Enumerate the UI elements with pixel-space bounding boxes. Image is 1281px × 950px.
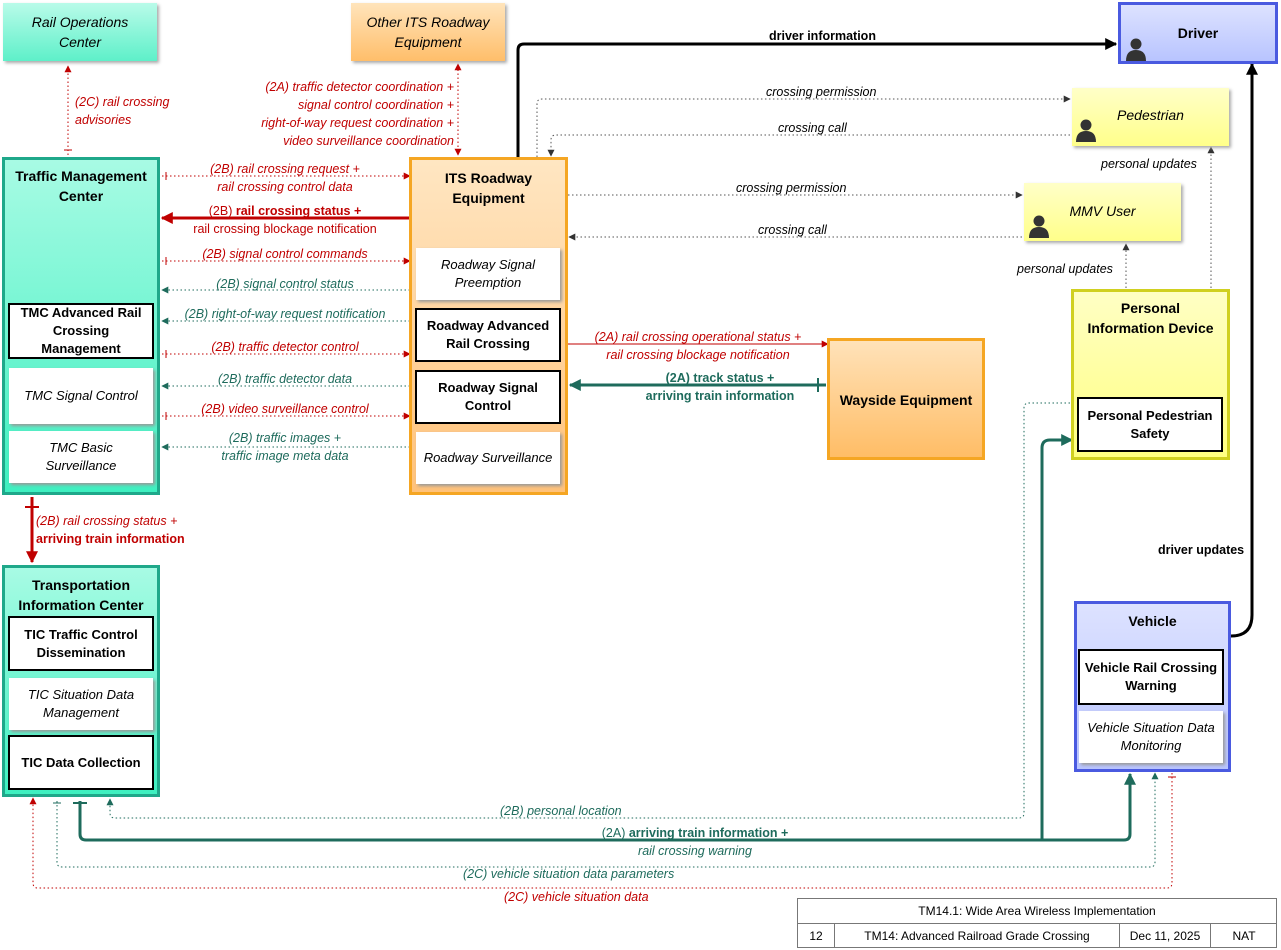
diagram-footer: TM14.1: Wide Area Wireless Implementatio…	[797, 898, 1277, 948]
label-traffic-images: (2B) traffic images + traffic image meta…	[221, 431, 349, 463]
wayside-title: Wayside Equipment	[839, 392, 973, 408]
label-rail-advisories: (2C) rail crossing advisories	[75, 95, 170, 127]
mmv-user-terminator: MMV User	[1024, 183, 1181, 241]
label-signal-commands: (2B) signal control commands	[202, 247, 368, 261]
vehicle-rail-crossing-warning: Vehicle Rail Crossing Warning	[1078, 649, 1224, 705]
person-icon	[1126, 38, 1146, 61]
pedestrian-title: Pedestrian	[1117, 107, 1184, 123]
label-video-control: (2B) video surveillance control	[201, 402, 369, 416]
label-arriving-prefix: (2A)	[601, 826, 629, 840]
label-arriving-train: (2A) arriving train information + rail c…	[560, 824, 830, 860]
its-roadway-title: ITS Roadway Equipment	[444, 170, 533, 206]
label-wayside-status: (2A) rail crossing operational status + …	[594, 330, 802, 362]
tic-situation-data-management: TIC Situation Data Management	[9, 678, 153, 730]
footer-number: 12	[798, 924, 835, 948]
flow-ped-permission	[536, 95, 1071, 157]
driver-terminator: Driver	[1118, 2, 1278, 64]
label-rc-status-bold: rail crossing status +	[235, 204, 362, 218]
vehicle-situation-data-monitoring: Vehicle Situation Data Monitoring	[1079, 711, 1223, 763]
label-track-status: (2A) track status + arriving train infor…	[645, 371, 795, 403]
person-icon	[1076, 119, 1096, 142]
label-veh-params: (2C) vehicle situation data parameters	[463, 867, 675, 881]
tmc-advanced-rail-crossing: TMC Advanced Rail Crossing Management	[8, 303, 154, 359]
label-rc-status-prefix: (2B)	[208, 204, 236, 218]
label-ped-updates: personal updates	[1101, 157, 1197, 171]
mmv-user-title: MMV User	[1069, 203, 1136, 219]
label-driver-updates: driver updates	[1158, 543, 1245, 557]
flow-rail-advisories	[64, 65, 72, 155]
tic-traffic-control-dissemination: TIC Traffic Control Dissemination	[8, 616, 154, 671]
wayside-equipment: Wayside Equipment	[827, 338, 985, 460]
footer-date: Dec 11, 2025	[1120, 924, 1211, 948]
label-mmv-permission: crossing permission	[736, 181, 847, 195]
label-detector-control: (2B) traffic detector control	[211, 340, 359, 354]
rail-operations-center-title: Rail Operations Center	[31, 14, 129, 50]
pid-title: Personal Information Device	[1087, 300, 1214, 336]
person-icon	[1029, 215, 1049, 238]
label-veh-data: (2C) vehicle situation data	[504, 890, 649, 904]
label-arriving-line2: rail crossing warning	[638, 844, 752, 858]
label-other-its-coordination: (2A) traffic detector coordination + sig…	[261, 80, 454, 148]
label-row-request: (2B) right-of-way request notification	[184, 307, 386, 321]
label-arriving-bold: arriving train information +	[628, 826, 789, 840]
label-rc-status-line2: rail crossing blockage notification	[193, 222, 377, 236]
footer-title: TM14.1: Wide Area Wireless Implementatio…	[798, 899, 1276, 924]
label-mmv-updates: personal updates	[1017, 262, 1113, 276]
label-signal-status: (2B) signal control status	[216, 277, 354, 291]
personal-pedestrian-safety: Personal Pedestrian Safety	[1077, 397, 1223, 452]
label-ped-permission: crossing permission	[766, 85, 877, 99]
label-mmv-call: crossing call	[758, 223, 827, 237]
label-detector-data: (2B) traffic detector data	[217, 372, 353, 386]
label-tmc-tic: (2B) rail crossing status + arriving tra…	[36, 512, 185, 548]
tic-title: Transportation Information Center	[18, 577, 144, 613]
other-its-title: Other ITS Roadway Equipment	[366, 14, 490, 50]
label-tmc-tic-line1: (2B) rail crossing status +	[36, 514, 178, 528]
flow-driver-updates	[1230, 62, 1258, 638]
label-driver-information: driver information	[769, 29, 876, 43]
roadway-surveillance: Roadway Surveillance	[416, 432, 560, 484]
driver-title: Driver	[1177, 25, 1219, 41]
flow-personal-location	[106, 402, 1070, 819]
label-rc-status: (2B) rail crossing status + rail crossin…	[170, 202, 400, 238]
rail-operations-center: Rail Operations Center	[3, 3, 157, 61]
pedestrian-terminator: Pedestrian	[1072, 88, 1229, 146]
tmc-title: Traffic Management Center	[15, 168, 147, 204]
label-tmc-tic-line2: arriving train information	[36, 532, 185, 546]
label-rc-request: (2B) rail crossing request + rail crossi…	[210, 162, 360, 194]
tmc-basic-surveillance: TMC Basic Surveillance	[9, 431, 153, 483]
flow-veh-params	[56, 772, 1159, 868]
label-personal-location: (2B) personal location	[500, 804, 622, 818]
footer-service: TM14: Advanced Railroad Grade Crossing	[835, 924, 1120, 948]
footer-tag: NAT	[1232, 929, 1256, 943]
flow-veh-data	[29, 773, 1173, 889]
roadway-signal-preemption: Roadway Signal Preemption	[416, 248, 560, 300]
other-its-roadway-equipment: Other ITS Roadway Equipment	[351, 3, 505, 61]
vehicle-title: Vehicle	[1128, 613, 1177, 629]
flow-arriving-train	[78, 772, 1136, 842]
roadway-advanced-rail-crossing: Roadway Advanced Rail Crossing	[415, 308, 561, 362]
roadway-signal-control: Roadway Signal Control	[415, 370, 561, 424]
label-ped-call: crossing call	[778, 121, 847, 135]
flow-driver-information	[516, 38, 1118, 157]
tic-data-collection: TIC Data Collection	[8, 735, 154, 790]
flow-ped-call	[547, 134, 1070, 157]
tmc-signal-control: TMC Signal Control	[9, 368, 153, 424]
